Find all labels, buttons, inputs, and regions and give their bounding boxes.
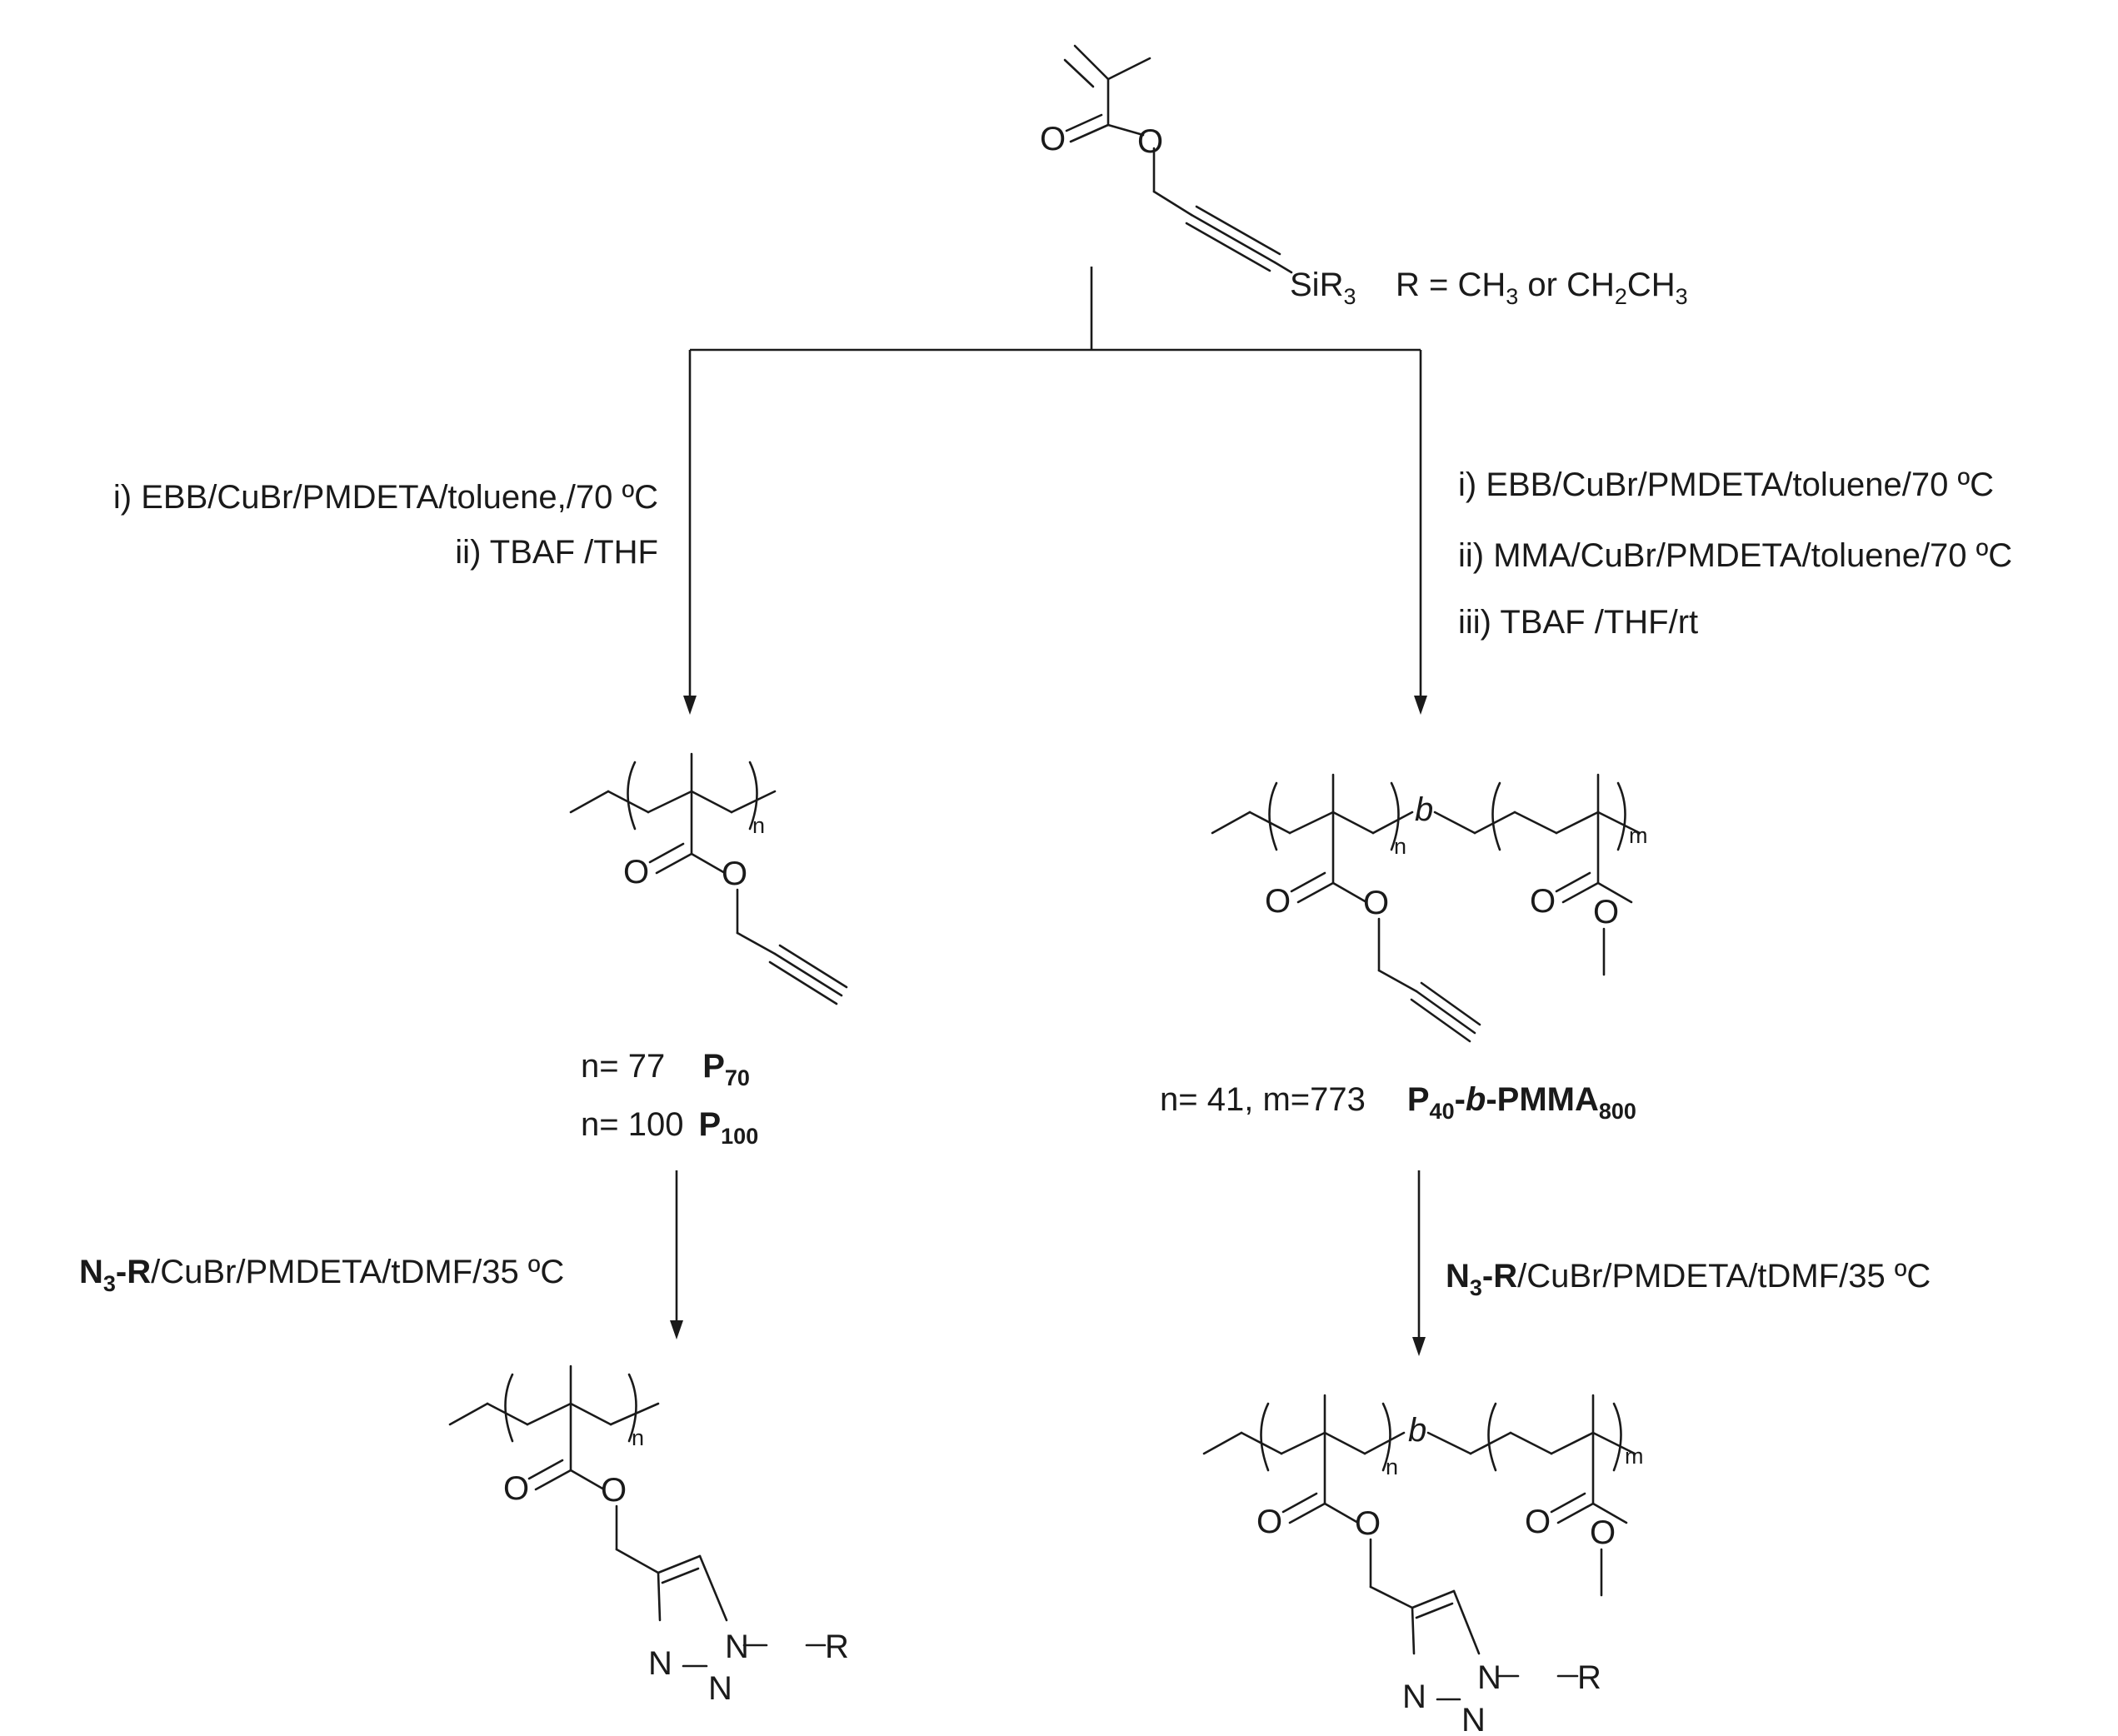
right-final-o1: O <box>1256 1504 1282 1540</box>
left-triazole-n2: N <box>708 1670 732 1707</box>
monomer-ester-o: O <box>1137 123 1163 160</box>
right-condition-1: i) EBB/CuBr/PMDETA/toluene/70 ºC <box>1458 466 1994 503</box>
left-click-condition: N3-R/CuBr/PMDETA/tDMF/35 ºC <box>79 1254 564 1296</box>
right-block-b: b <box>1415 791 1433 828</box>
right-condition-2: ii) MMA/CuBr/PMDETA/toluene/70 ºC <box>1458 537 2012 574</box>
right-o3: O <box>1530 883 1556 920</box>
left-click-arrow <box>670 1170 683 1339</box>
right-triazole-n3: N <box>1477 1659 1501 1696</box>
monomer-carbonyl-o: O <box>1040 121 1066 157</box>
left-triazole-n3: N <box>725 1629 749 1665</box>
right-repeat-m: m <box>1629 823 1648 848</box>
left-triazole-n1: N <box>648 1645 672 1682</box>
left-final-ester-o: O <box>601 1472 627 1509</box>
left-condition-2: ii) TBAF /THF <box>455 534 658 571</box>
right-final-o4: O <box>1590 1514 1616 1551</box>
left-polymer-structure: n O O <box>569 752 848 1005</box>
left-final-structure: n O O N N N R <box>448 1364 849 1707</box>
monomer-structure: O O SiR3 <box>1040 44 1356 309</box>
left-repeat-n: n <box>752 813 765 838</box>
right-condition-3: iii) TBAF /THF/rt <box>1458 604 1698 641</box>
right-o2: O <box>1363 885 1389 921</box>
right-final-repeat-m: m <box>1625 1444 1644 1469</box>
right-final-o2: O <box>1355 1505 1381 1542</box>
branch-connector <box>683 267 1427 715</box>
right-click-condition: N3-R/CuBr/PMDETA/tDMF/35 ºC <box>1446 1258 1931 1300</box>
right-polymer-structure: n b m O O O O <box>1211 773 1648 1043</box>
r-definition: R = CH3 or CH2CH3 <box>1396 267 1688 309</box>
right-final-structure: n b m O O O O N N N <box>1202 1394 1644 1736</box>
left-final-repeat-n: n <box>632 1425 644 1450</box>
right-final-repeat-n: n <box>1386 1454 1398 1479</box>
right-o1: O <box>1265 883 1291 920</box>
left-carbonyl-o: O <box>623 854 649 890</box>
right-final-o3: O <box>1525 1504 1551 1540</box>
left-ester-o: O <box>722 856 747 892</box>
right-triazole-r: R <box>1577 1659 1601 1696</box>
right-triazole-n2: N <box>1461 1702 1486 1736</box>
right-triazole-n1: N <box>1402 1679 1426 1715</box>
right-click-arrow <box>1412 1170 1426 1356</box>
right-repeat-n: n <box>1394 834 1406 859</box>
left-triazole-r: R <box>825 1629 849 1665</box>
left-final-carbonyl-o: O <box>503 1470 529 1507</box>
silyl-group: SiR3 <box>1290 267 1356 309</box>
left-condition-1: i) EBB/CuBr/PMDETA/toluene,/70 ºC <box>113 479 658 516</box>
right-o4: O <box>1593 894 1619 930</box>
right-final-block-b: b <box>1408 1412 1426 1449</box>
